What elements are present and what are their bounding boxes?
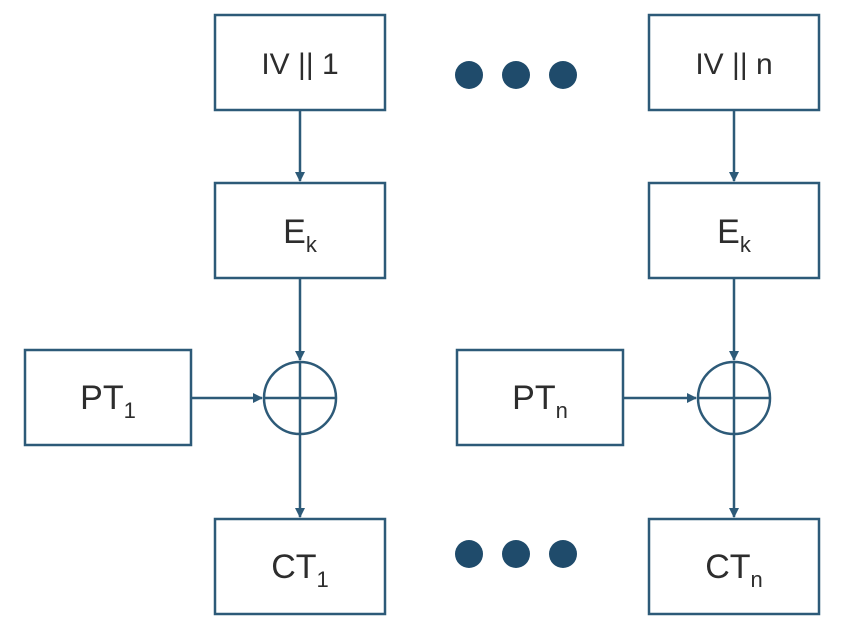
ciphertext-1-box	[213, 517, 387, 616]
iv-counter-n-label: IV || n	[695, 48, 772, 81]
ellipsis-bottom	[455, 540, 577, 568]
xor-1-symbol	[262, 360, 338, 436]
encrypt-n-label: Ek	[717, 213, 752, 257]
ciphertext-n-box	[647, 517, 821, 616]
plaintext-1-label: PT1	[80, 379, 136, 423]
xor-n-symbol	[696, 360, 772, 436]
iv-counter-1-label: IV || 1	[261, 48, 338, 81]
plaintext-n-label: PTn	[512, 379, 568, 423]
ciphertext-1-label: CT1	[271, 548, 329, 592]
ciphertext-n-label: CTn	[705, 548, 763, 592]
encrypt-1-label: Ek	[283, 213, 318, 257]
ellipsis-top	[455, 61, 577, 89]
